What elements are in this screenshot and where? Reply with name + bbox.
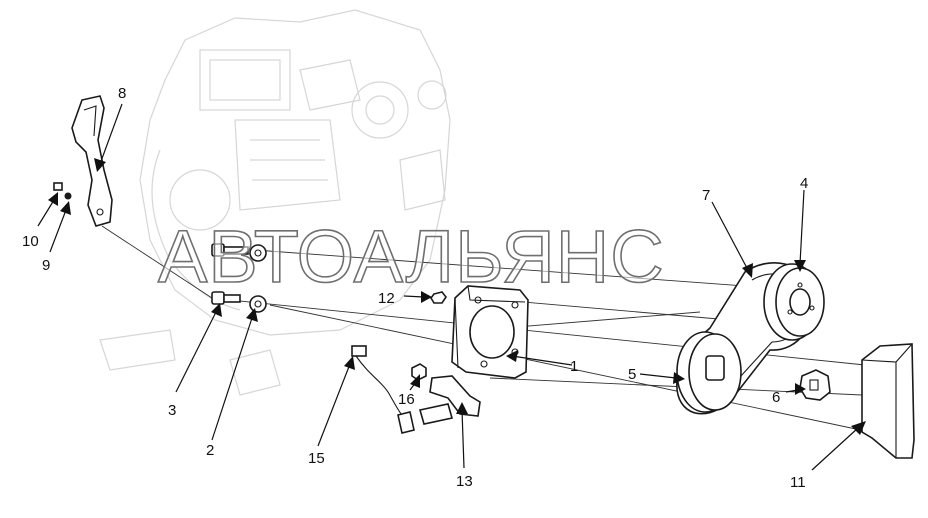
callout-10: 10 xyxy=(22,233,39,250)
cover-part-11 xyxy=(861,343,915,459)
bolt-part-3 xyxy=(211,291,241,305)
washer-part-9 xyxy=(64,192,72,200)
callout-15: 15 xyxy=(308,450,325,467)
leader-lines xyxy=(37,103,866,471)
hub-part-6 xyxy=(799,369,831,401)
fitting-part-13 xyxy=(418,375,481,425)
spacer-part-2 xyxy=(249,295,267,313)
pulley-part-4 xyxy=(763,263,825,341)
nut-part-16 xyxy=(411,363,427,381)
callout-2: 2 xyxy=(206,442,214,459)
callout-5: 5 xyxy=(628,366,636,383)
callout-6: 6 xyxy=(772,389,780,406)
callout-1: 1 xyxy=(570,358,578,375)
pulley-part-5 xyxy=(676,331,742,413)
callout-16: 16 xyxy=(398,391,415,408)
callout-labels: 1 2 3 4 5 6 7 8 9 10 11 12 13 15 16 xyxy=(22,85,808,491)
watermark-text: АВТОАЛЬЯНС xyxy=(158,215,665,298)
upper-bolt-spacer xyxy=(211,243,267,262)
callout-11: 11 xyxy=(790,474,806,491)
mounting-plate-part-1 xyxy=(451,285,529,379)
callout-3: 3 xyxy=(168,402,176,419)
callout-13: 13 xyxy=(456,473,473,490)
bolt-part-10 xyxy=(53,182,63,191)
callout-9: 9 xyxy=(42,257,50,274)
callout-8: 8 xyxy=(118,85,126,102)
hose-part-15 xyxy=(351,345,415,434)
callout-4: 4 xyxy=(800,175,808,192)
nut-part-12 xyxy=(430,291,447,304)
callout-12: 12 xyxy=(378,290,395,307)
engine-block-ghost xyxy=(99,9,451,396)
bracket-part-8 xyxy=(71,95,113,227)
callout-7: 7 xyxy=(702,187,710,204)
